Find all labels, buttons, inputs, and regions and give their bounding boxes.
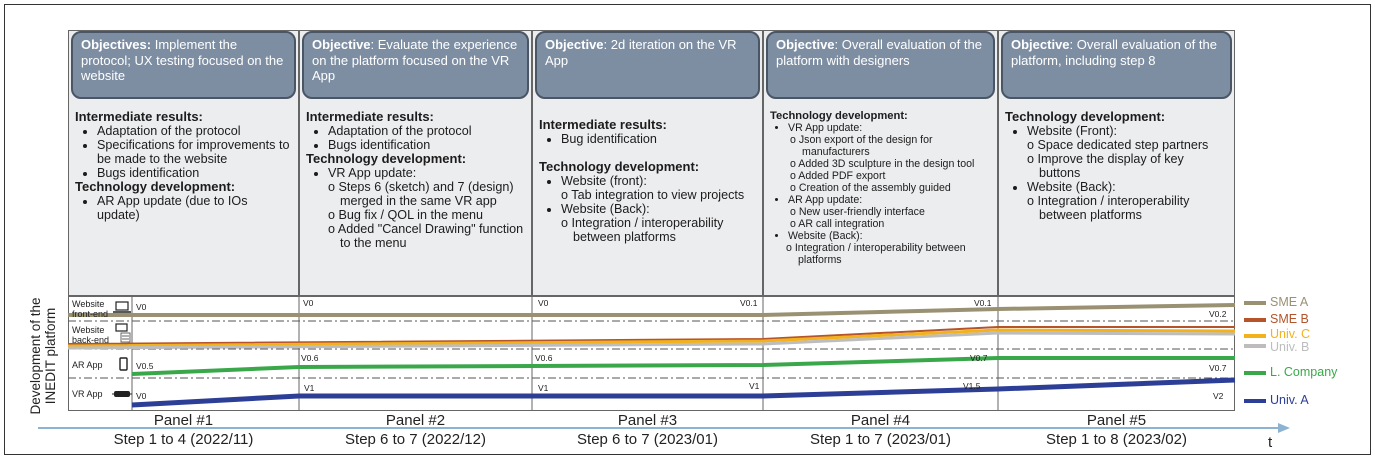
panel-body: Intermediate results: Bug identification… <box>539 115 756 245</box>
lane-label-website-front-end: Website front-end <box>72 299 109 319</box>
figure-frame <box>4 4 1371 455</box>
panel-label: Panel #5 <box>1086 412 1147 429</box>
version-tag: V1.5 <box>963 381 981 391</box>
step-label: Step 6 to 7 (2023/01) <box>577 431 718 448</box>
panel-5-column: Objective: Overall evaluation of the pla… <box>998 30 1235 296</box>
phone-icon <box>119 357 128 371</box>
objective-box: Objective: 2d iteration on the VR App <box>535 31 760 99</box>
series-line-l-company <box>131 356 1235 376</box>
panel-body: Technology development: Website (Front):… <box>1005 107 1228 223</box>
version-tag: V0 <box>136 391 147 401</box>
panel-body: Technology development: VR App update: J… <box>770 107 991 266</box>
server-icon <box>115 323 131 343</box>
version-tag: V0.1 <box>740 298 758 308</box>
panel-label: Panel #4 <box>850 412 911 429</box>
version-tag: V0.7 <box>1209 363 1227 373</box>
timeline-lanes <box>68 296 1235 411</box>
time-axis-label: t <box>1268 434 1273 451</box>
panel-3-column: Objective: 2d iteration on the VR App In… <box>532 30 763 296</box>
objective-box: Objective: Evaluate the experience on th… <box>302 31 529 99</box>
series-line-univ-b <box>67 331 1236 350</box>
version-tag: V0 <box>538 298 549 308</box>
objective-box: Objective: Overall evaluation of the pla… <box>766 31 995 99</box>
version-tag: V0 <box>136 302 147 312</box>
version-tag: V0.2 <box>1209 309 1227 319</box>
objective-box: Objective: Overall evaluation of the pla… <box>1001 31 1232 99</box>
version-tag: V1 <box>538 383 549 393</box>
time-axis-arrow <box>1278 423 1290 433</box>
laptop-icon <box>113 301 131 313</box>
panel-body: Intermediate results: Adaptation of the … <box>306 107 525 251</box>
step-label: Step 1 to 7 (2023/01) <box>810 431 951 448</box>
lane-label-website-back-end: Website back-end <box>72 325 110 345</box>
version-tag: V0 <box>303 298 314 308</box>
panel-2-column: Objective: Evaluate the experience on th… <box>299 30 532 296</box>
version-tag: V1 <box>304 383 315 393</box>
version-tag: V1 <box>749 381 760 391</box>
version-tag: V0.7 <box>970 353 988 363</box>
step-label: Step 6 to 7 (2022/12) <box>345 431 486 448</box>
series-line-sme-a <box>68 303 1236 317</box>
lane-label-ar-app: AR App <box>72 360 103 370</box>
step-label: Step 1 to 4 (2022/11) <box>113 431 254 448</box>
objective-box: Objectives: Implement the protocol; UX t… <box>71 31 296 99</box>
panel-label: Panel #3 <box>617 412 678 429</box>
version-tag: V0.1 <box>974 298 992 308</box>
lane-label-vr-app: VR App <box>72 389 103 399</box>
vr-headset-icon <box>112 391 132 397</box>
step-label: Step 1 to 8 (2023/02) <box>1046 431 1187 448</box>
panel-body: Intermediate results: Adaptation of the … <box>75 107 292 223</box>
version-tag: V0.5 <box>136 361 154 371</box>
panel-4-column: Objective: Overall evaluation of the pla… <box>763 30 998 296</box>
panel-label: Panel #1 <box>153 412 214 429</box>
version-tag: V2 <box>1213 391 1224 401</box>
series-line-sme-b <box>67 326 1235 345</box>
version-tag: V0.6 <box>301 353 319 363</box>
panel-1-column: Objectives: Implement the protocol; UX t… <box>68 30 299 296</box>
panel-label: Panel #2 <box>385 412 446 429</box>
series-line-univ-a <box>131 377 1236 408</box>
version-tag: V0.6 <box>535 353 553 363</box>
series-line-univ-c <box>67 328 1236 348</box>
